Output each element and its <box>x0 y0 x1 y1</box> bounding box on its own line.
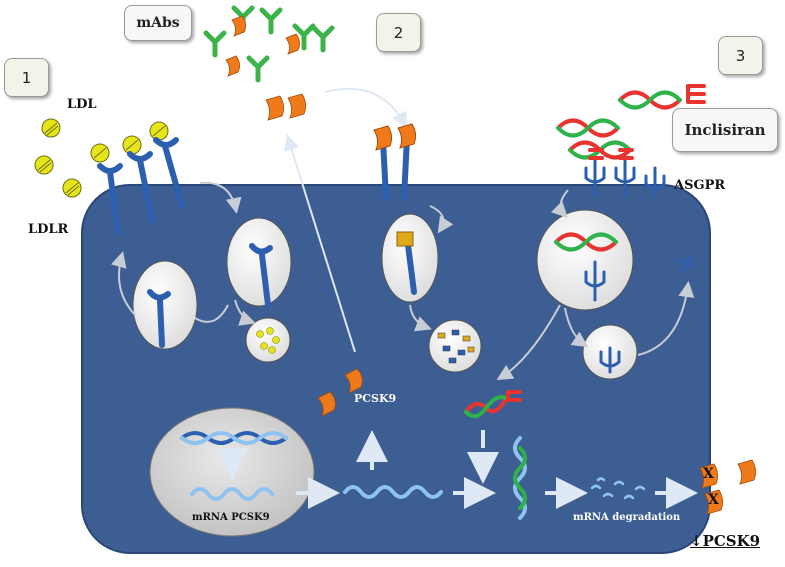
cytoplasmic-sirna <box>464 390 522 419</box>
lysosome-ldl <box>245 317 291 363</box>
step-2-box: 2 <box>376 13 421 52</box>
endosome-ldlr <box>132 260 198 350</box>
degraded-mrna-fragments <box>590 477 646 500</box>
dna-helix <box>180 431 288 445</box>
free-pcsk9 <box>265 93 306 121</box>
mrna-strand-cytoplasm <box>343 485 443 499</box>
pcsk9-bound-antibodies <box>225 15 300 77</box>
lysosome-pcsk9 <box>428 319 482 373</box>
pcsk9-label: PCSK9 <box>354 392 397 405</box>
step-3-box: 3 <box>718 36 763 75</box>
mrna-degradation-label: mRNA degradation <box>573 512 681 523</box>
asgpr-label: ASGPR <box>674 178 726 193</box>
ldlr-pcsk9-complex <box>373 123 417 201</box>
mabs-box: mAbs <box>124 5 192 41</box>
ldl-particles <box>34 118 169 198</box>
endosome-asgpr <box>536 209 634 311</box>
inclisiran-sirna <box>556 84 706 138</box>
inclisiran-box: Inclisiran <box>672 108 778 152</box>
reduced-pcsk9 <box>699 459 756 515</box>
asgpr-receptors <box>584 158 694 274</box>
x-mark-1: X <box>703 466 714 482</box>
step-1-box: 1 <box>4 58 49 97</box>
pcsk9-reduction-label: ↓PCSK9 <box>690 532 761 550</box>
x-mark-2: X <box>708 492 719 508</box>
risc-mrna-complex <box>513 436 527 520</box>
ldl-receptors <box>97 137 185 235</box>
endosome-ldl <box>226 217 292 307</box>
ldl-label: LDL <box>67 97 97 112</box>
monoclonal-antibodies <box>203 5 335 83</box>
cytoplasmic-pcsk9 <box>317 368 363 417</box>
mrna-pcsk9-label: mRNA PCSK9 <box>192 512 270 523</box>
ldlr-label: LDLR <box>28 222 69 237</box>
mrna-strand-nucleus <box>190 487 274 501</box>
